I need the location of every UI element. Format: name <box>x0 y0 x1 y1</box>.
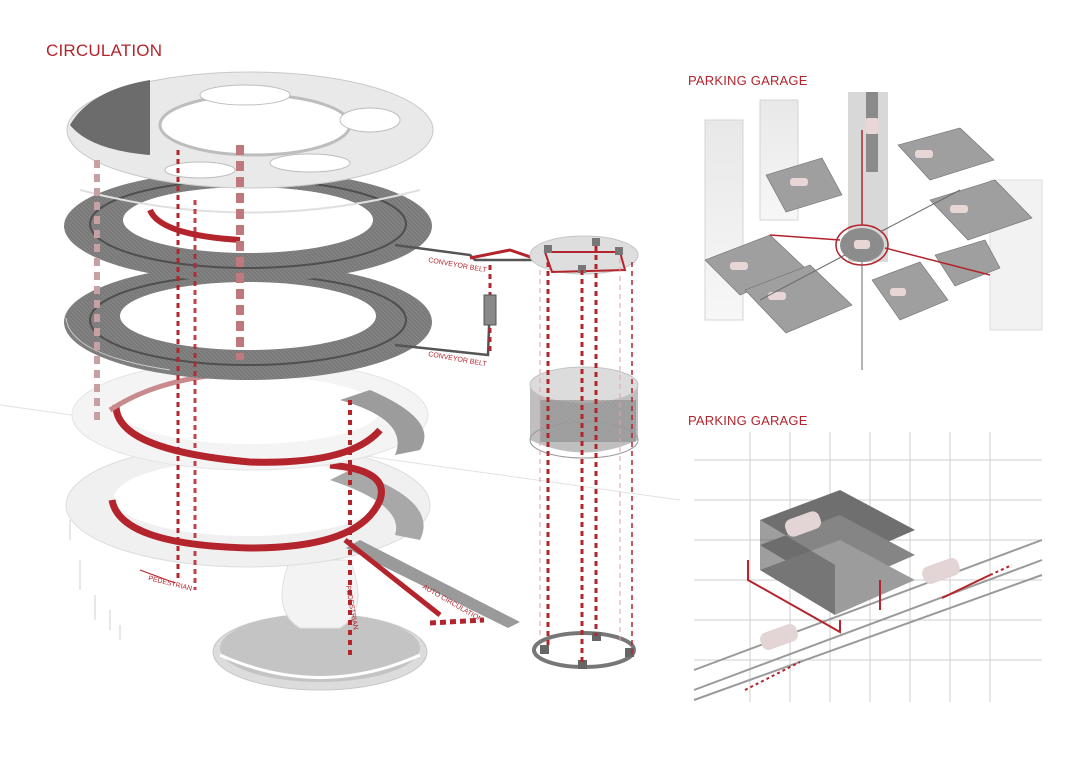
base-disc <box>212 613 428 691</box>
pedestal <box>281 559 359 629</box>
conveyor-level-2 <box>64 264 432 380</box>
diagram-title-circulation: CIRCULATION <box>46 41 163 60</box>
auto-ramp-middle <box>112 404 383 466</box>
middle-ring-level <box>71 359 429 471</box>
label-pedestrian-1: PEDESTRIAN <box>148 575 193 593</box>
exploded-tower <box>64 71 520 691</box>
vertical-cores <box>94 145 352 660</box>
parking-cylinder <box>529 235 639 669</box>
conveyor-connectors <box>394 243 546 357</box>
top-roof-disc <box>66 71 434 214</box>
conveyor-level-1 <box>64 170 432 282</box>
parking-garage-bottom-render <box>693 432 1043 702</box>
auto-ramp-lower <box>108 461 385 552</box>
stair-fragments <box>69 520 121 640</box>
parking-garage-title-top: PARKING GARAGE <box>688 73 808 88</box>
parking-garage-top-render <box>694 92 1043 370</box>
auto-circulation-line <box>343 538 442 617</box>
parking-garage-title-bottom: PARKING GARAGE <box>688 413 808 428</box>
